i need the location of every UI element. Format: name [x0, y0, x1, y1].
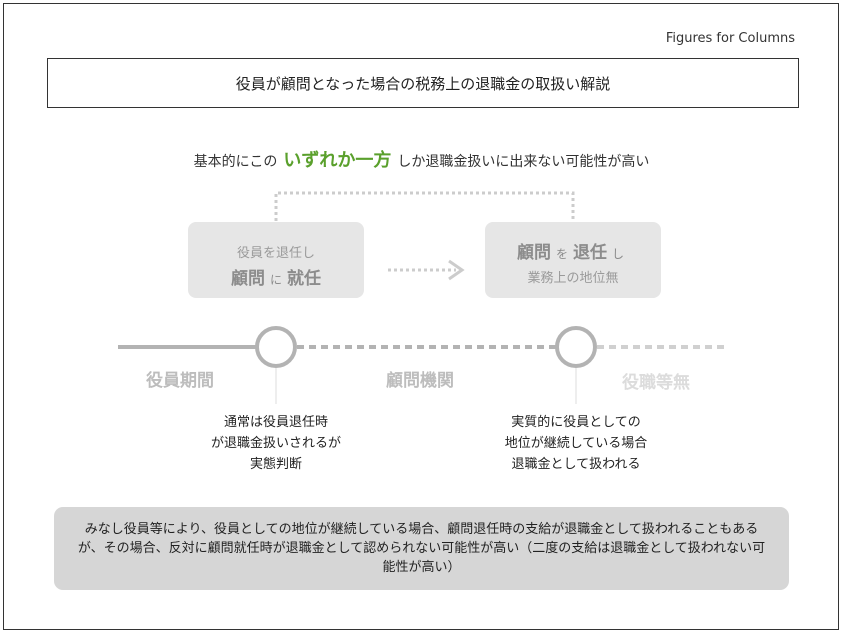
card-right-line1: 顧問を退任し — [485, 238, 661, 263]
card-right-suffix: し — [612, 247, 625, 261]
figure-caption: Figures for Columns — [665, 31, 795, 46]
card-left-advisor: 顧問 — [230, 269, 265, 289]
figure-frame — [3, 3, 839, 630]
card-retired-advisor: 顧問を退任し 業務上の地位無 — [485, 222, 661, 298]
note-right-line: 退職金として扱われる — [511, 457, 641, 472]
timeline-node-left — [255, 326, 297, 368]
arrow-head — [448, 259, 465, 281]
card-left-particle: に — [269, 273, 282, 287]
summary-box: みなし役員等により、役員としての地位が継続している場合、顧問退任時の支給が退職金… — [54, 507, 789, 590]
bracket-connector — [274, 191, 575, 221]
note-left-line: が退職金扱いされるが — [210, 436, 341, 451]
timeline-node-right — [555, 326, 597, 368]
figure-title: 役員が顧問となった場合の税務上の退職金の取扱い解説 — [47, 58, 799, 108]
summary-text: みなし役員等により、役員としての地位が継続している場合、顧問退任時の支給が退職金… — [77, 522, 766, 575]
note-right: 実質的に役員としての 地位が継続している場合 退職金として扱われる — [486, 412, 666, 475]
headline-before: 基本的にこの — [193, 154, 278, 170]
card-right-retire: 退任 — [573, 243, 607, 263]
card-left-line2: 顧問に就任 — [188, 264, 364, 289]
timeline-label-advisor-period: 顧問機関 — [386, 371, 454, 391]
headline-highlight: いずれか一方 — [283, 150, 392, 171]
note-left-line: 通常は役員退任時 — [223, 415, 328, 430]
figure-title-text: 役員が顧問となった場合の税務上の退職金の取扱い解説 — [235, 74, 611, 93]
note-left: 通常は役員退任時 が退職金扱いされるが 実態判断 — [186, 412, 366, 475]
note-right-line: 地位が継続している場合 — [504, 436, 648, 451]
headline: 基本的にこのいずれか一方しか退職金扱いに出来ない可能性が高い — [0, 146, 843, 172]
note-left-line: 実態判断 — [249, 457, 302, 472]
card-right-advisor: 顧問 — [516, 243, 551, 263]
card-left-appoint: 就任 — [287, 269, 321, 289]
note-right-line: 実質的に役員としての — [511, 415, 641, 430]
card-right-particle: を — [555, 247, 568, 261]
timeline-label-officer-period: 役員期間 — [146, 371, 214, 391]
headline-after: しか退職金扱いに出来ない可能性が高い — [397, 154, 650, 170]
card-left-line1: 役員を退任し — [236, 246, 315, 261]
timeline-label-no-position: 役職等無 — [622, 373, 690, 393]
card-appointed-advisor: 役員を退任し 顧問に就任 — [188, 222, 364, 298]
card-right-line2: 業務上の地位無 — [527, 271, 619, 286]
